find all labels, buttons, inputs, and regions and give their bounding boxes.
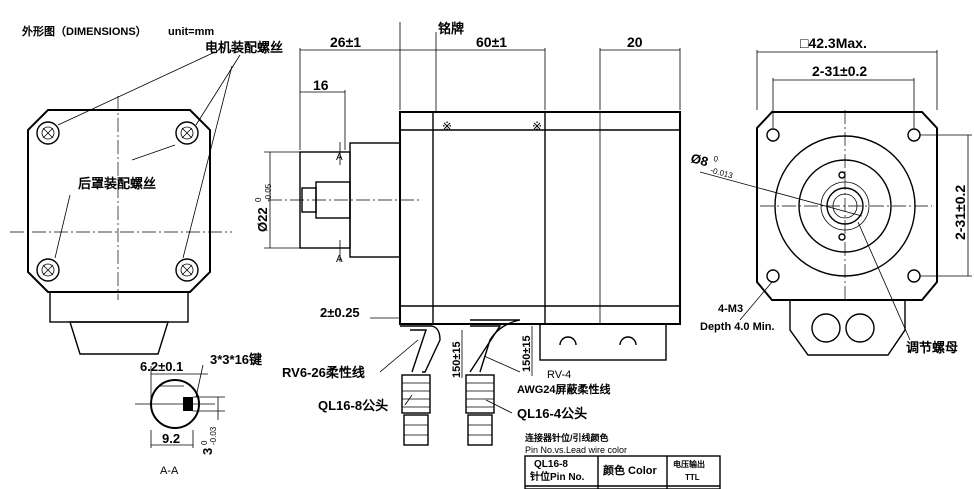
section-label: A-A (160, 465, 179, 477)
side-view: ※ ※ A A (254, 21, 681, 446)
pin-table-subtitle: Pin No.vs.Lead wire color (525, 445, 627, 455)
dim-shaft-tol-upper: 0 (254, 197, 263, 202)
dim-bore-tol-upper: 0 (713, 154, 720, 164)
dim-pitch-h: 2-31±0.2 (812, 63, 867, 79)
encoder-connector-label: QL16-4公头 (517, 406, 587, 421)
rear-connector-base (49, 291, 189, 323)
screw-bottom-right (175, 258, 199, 282)
motor-connector-label: QL16-8公头 (318, 398, 388, 413)
motor-body (399, 111, 681, 325)
dim-depth: Depth 4.0 Min. (700, 321, 775, 333)
dim-square: □42.3Max. (800, 35, 867, 51)
motor-cable-label: RV6-26柔性线 (282, 365, 365, 380)
front-flange-outline (756, 111, 938, 301)
dim-bore: Ø8 (689, 150, 710, 169)
dim-cable-150-b: 150±15 (521, 335, 533, 372)
rear-flange-outline (27, 109, 211, 293)
dim-pitch-v: 2-31±0.2 (952, 185, 968, 240)
mark-left: ※ (442, 119, 452, 133)
pin-table-header-model: QL16-8 (534, 459, 568, 470)
dim-6-2: 6.2±0.1 (140, 359, 183, 374)
pin-table-header-color: 颜色 Color (603, 463, 657, 477)
pin-table-header-ttl: TTL (685, 473, 700, 482)
front-view: □42.3Max. 2-31±0.2 2-31±0.2 Ø8 0 -0.013 … (689, 35, 972, 356)
section-mark-top: A (336, 152, 343, 163)
dim-key: 3*3*16键 (210, 352, 262, 367)
dim-2-025: 2±0.25 (320, 305, 360, 320)
screw-bottom-left (36, 258, 60, 282)
dim-cable-150-a: 150±15 (451, 341, 463, 378)
encoder-cable-label-2: AWG24屏蔽柔性线 (517, 382, 611, 396)
motor-connector-shape (401, 374, 431, 446)
unit-label: unit=mm (168, 26, 214, 38)
pin-table: 连接器针位/引线颜色 Pin No.vs.Lead wire color QL1… (524, 432, 721, 489)
pin-table-title: 连接器针位/引线颜色 (525, 432, 609, 443)
nameplate-label: 铭牌 (438, 21, 464, 36)
dim-shaft-tol-lower: -0.05 (264, 183, 273, 202)
rear-screw-label: 后罩装配螺丝 (78, 176, 156, 191)
adjust-nut-label: 调节螺母 (906, 340, 958, 355)
dim-9-2: 9.2 (162, 431, 180, 446)
dim-3: 3 (200, 448, 215, 455)
section-aa-view: 6.2±0.1 3*3*16键 9.2 3 0 -0.03 A-A (135, 352, 262, 477)
dim-3-tol-upper: 0 (200, 440, 209, 445)
pin-table-header-voltage: 电压输出 (673, 459, 705, 469)
drawing-title: 外形图（DIMENSIONS） (21, 24, 147, 38)
screw-top-left (36, 121, 60, 145)
motor-screw-label: 电机装配螺丝 (205, 40, 283, 55)
section-mark-bottom: A (336, 254, 343, 265)
pin-table-header-pin: 针位Pin No. (530, 470, 585, 483)
rear-view: 电机装配螺丝 后罩装配螺丝 (10, 40, 283, 355)
dim-26: 26±1 (330, 34, 361, 50)
encoder-connector-shape (465, 374, 495, 446)
dim-3-tol-lower: -0.03 (209, 426, 218, 445)
dim-60: 60±1 (476, 34, 507, 50)
dim-20: 20 (627, 34, 643, 50)
dim-16: 16 (313, 77, 329, 93)
mark-right: ※ (532, 119, 542, 133)
encoder-cable-label-1: RV-4 (547, 369, 571, 381)
screw-top-right (175, 121, 199, 145)
dim-shaft-dia: Ø22 (255, 207, 270, 232)
dim-holes: 4-M3 (718, 303, 743, 315)
connector-block (539, 323, 667, 361)
